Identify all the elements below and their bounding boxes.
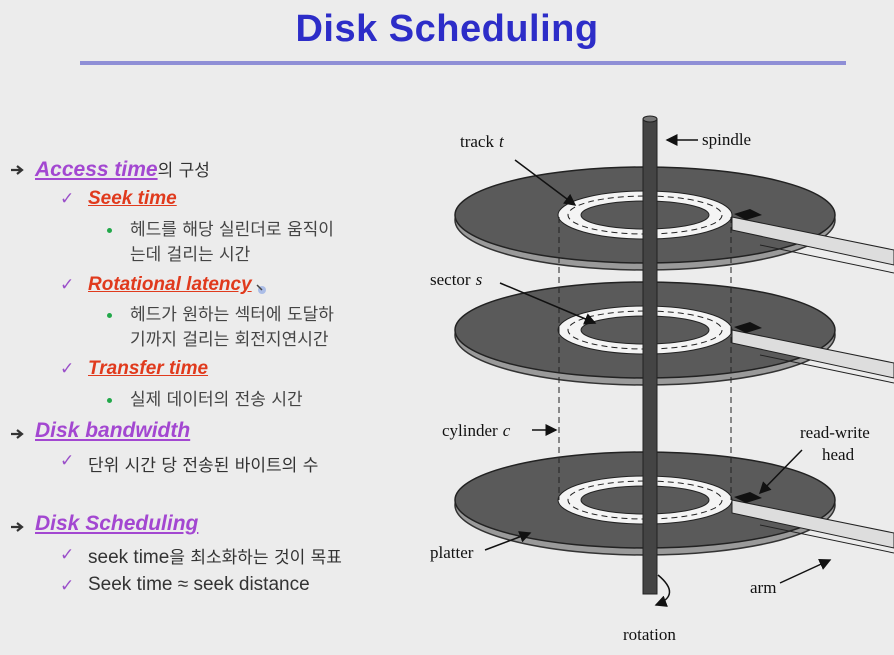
minimize-goal-text: 을 최소화하는 것이 목표 — [169, 548, 342, 568]
check-icon: ✓ — [60, 545, 75, 565]
check-icon: ✓ — [60, 275, 75, 295]
transfer-time-label: Transfer time — [88, 358, 209, 379]
check-icon: ✓ — [60, 451, 75, 471]
slide-title: Disk Scheduling — [295, 8, 599, 50]
read-write-head-icon — [734, 209, 762, 503]
sub-bullet-dot — [107, 228, 112, 233]
arm-assembly — [731, 216, 894, 554]
disk-bandwidth-label: Disk bandwidth — [35, 419, 191, 442]
arrow-bullet-icon — [11, 522, 24, 532]
seek-time-term: seek time — [88, 547, 170, 568]
arm-label: arm — [750, 578, 776, 597]
spindle-shaft — [642, 115, 658, 595]
rotation-label: rotation — [623, 625, 676, 644]
arrow-bullet-icon — [11, 165, 24, 175]
title-divider — [80, 61, 846, 65]
read-write-label-line1: read-write — [800, 423, 870, 442]
seek-time-label: Seek time — [88, 188, 177, 209]
access-time-heading: Access time의 구성 — [35, 156, 210, 182]
platter-label: platter — [430, 543, 474, 562]
access-time-suffix: 의 구성 — [157, 161, 210, 181]
disk-scheduling-label: Disk Scheduling — [35, 512, 199, 535]
disk-bandwidth-point: 단위 시간 당 전송된 바이트의 수 — [88, 456, 319, 476]
read-write-label-line2: head — [822, 445, 855, 464]
disk-scheduling-point1: seek time을 최소화하는 것이 목표 — [88, 543, 342, 569]
rotational-latency-desc-line1: 헤드가 원하는 섹터에 도달하 — [130, 305, 334, 325]
sub-bullet-dot — [107, 398, 112, 403]
rotational-latency-label: Rotational latency — [88, 274, 252, 295]
spindle-label: spindle — [702, 130, 751, 149]
rotational-latency-desc-line2: 기까지 걸리는 회전지연시간 — [130, 330, 329, 350]
rotation-arrow — [654, 574, 671, 607]
seek-time-desc-line1: 헤드를 해당 실린더로 움직이 — [130, 220, 334, 240]
disk-scheduling-point2: Seek time ≈ seek distance — [88, 574, 310, 595]
check-icon: ✓ — [60, 576, 75, 596]
check-icon: ✓ — [60, 359, 75, 379]
mouse-cursor-icon — [256, 284, 266, 294]
sub-bullet-dot — [107, 313, 112, 318]
seek-time-desc-line2: 는데 걸리는 시간 — [130, 245, 251, 265]
transfer-time-desc: 실제 데이터의 전송 시간 — [130, 390, 303, 410]
arrow-bullet-icon — [11, 429, 24, 439]
check-icon: ✓ — [60, 189, 75, 209]
access-time-label: Access time — [35, 158, 158, 181]
bullet-outline: Access time의 구성 ✓ Seek time 헤드를 해당 실린더로 … — [0, 0, 430, 655]
